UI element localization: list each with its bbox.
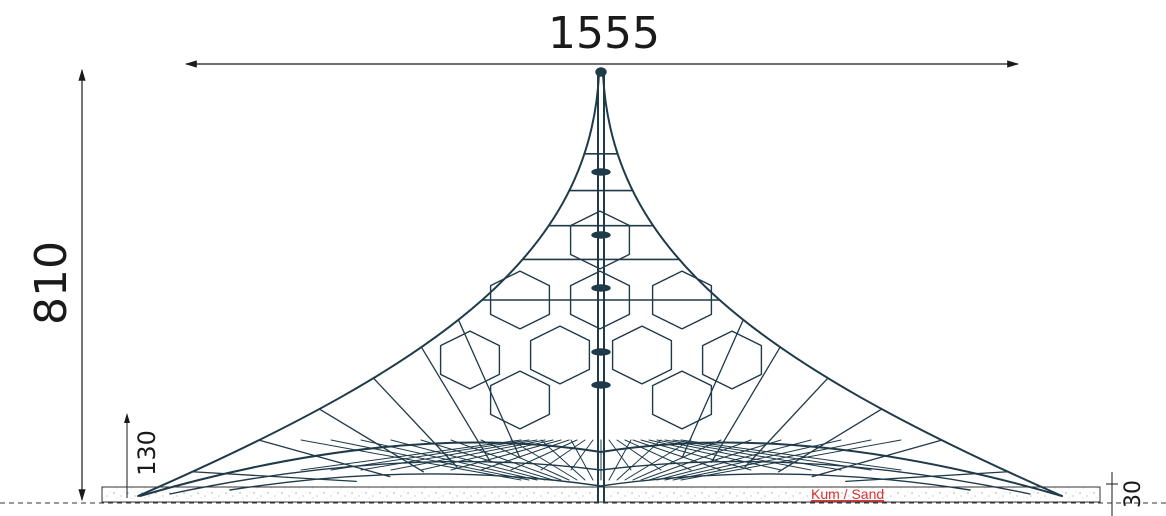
net-base-strand — [300, 439, 522, 481]
width-dimension: 1555 — [184, 8, 1020, 68]
net-rope — [710, 346, 781, 463]
net-base-strand — [648, 439, 782, 471]
net-mesh-cell — [529, 325, 591, 385]
net-base-strand — [632, 439, 722, 471]
net-base-strand — [680, 439, 902, 471]
net-base-strand — [570, 439, 594, 471]
net-base-strand — [664, 439, 842, 481]
net-base-strand — [656, 439, 812, 471]
rope-knot — [591, 381, 611, 389]
net-rope — [372, 377, 458, 468]
outer-edge-right — [602, 73, 1063, 497]
sand-depth-dimension: 30 — [1106, 472, 1146, 516]
net-base-strand — [510, 439, 578, 471]
net-base-strand — [648, 439, 782, 481]
height-dimension: 810 — [26, 68, 86, 502]
net-base-strand — [450, 439, 562, 471]
net-base-strand — [656, 439, 812, 481]
net-mesh-cell — [439, 330, 501, 390]
net-mesh-cell — [569, 210, 631, 270]
width-label: 1555 — [548, 8, 660, 59]
net-base-strand — [680, 439, 902, 481]
net-base-strand — [300, 439, 522, 471]
net-mesh-cell — [569, 270, 631, 330]
net-base-strand — [608, 439, 632, 471]
net-rope — [811, 439, 943, 478]
mast-top-cap — [595, 67, 607, 77]
net-base-strand — [480, 439, 570, 481]
net-rope — [777, 408, 883, 473]
net-rope — [457, 319, 521, 459]
net-mesh-cell — [651, 270, 713, 330]
ground-offset-dimension: 130 — [124, 413, 161, 498]
ground-offset-label: 130 — [133, 430, 161, 476]
net-base-strand — [616, 439, 662, 471]
rope-knot — [591, 284, 611, 292]
net-base-strand — [510, 439, 578, 481]
net-base-strand — [672, 439, 872, 471]
net-mesh-cell — [489, 370, 551, 430]
net-mesh-cell — [489, 270, 551, 330]
net-base-strand — [624, 439, 692, 471]
rope-pyramid-net — [137, 67, 1063, 503]
net-base-strand — [360, 439, 538, 481]
net-base-strand — [420, 439, 554, 471]
net-base-strand — [540, 439, 586, 481]
sand-material-label: Kum / Sand — [811, 486, 884, 502]
net-base-strand — [330, 439, 530, 471]
net-base-strand — [540, 439, 586, 471]
sand-depth-label: 30 — [1121, 480, 1146, 508]
net-base-strand — [480, 439, 570, 471]
net-rope — [681, 319, 744, 459]
rope-knot — [591, 168, 611, 176]
net-rope — [258, 439, 391, 478]
net-rope — [318, 408, 425, 473]
net-base-strand — [664, 439, 842, 471]
net-base-strand — [608, 439, 632, 481]
net-base-strand — [450, 439, 562, 481]
sand-layer: Kum / Sand — [0, 486, 1166, 504]
rope-knot — [591, 348, 611, 356]
net-rope — [744, 377, 829, 468]
outer-edge-left — [137, 73, 600, 497]
net-base-strand — [330, 439, 530, 481]
net-base-strand — [570, 439, 594, 481]
net-mesh-cell — [611, 325, 673, 385]
rope-knot — [591, 231, 611, 239]
net-mesh-cell — [701, 330, 763, 390]
height-label: 810 — [26, 241, 77, 325]
net-base-strand — [390, 439, 546, 481]
net-rope — [420, 346, 492, 463]
net-rope — [845, 471, 1009, 483]
net-rope — [191, 471, 357, 483]
net-base-strand — [672, 439, 872, 481]
net-mesh-cell — [651, 370, 713, 430]
